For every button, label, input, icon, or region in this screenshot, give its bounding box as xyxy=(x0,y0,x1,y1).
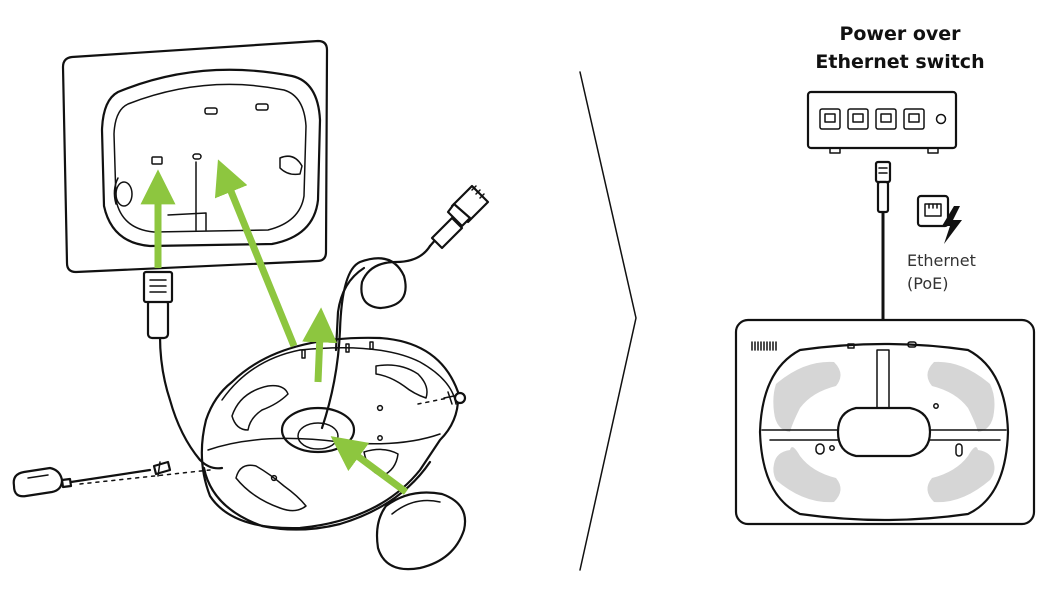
switch-port xyxy=(819,108,841,130)
switch-port xyxy=(847,108,869,130)
switch-title-line1: Power over xyxy=(839,23,961,45)
panel-vent xyxy=(751,341,777,351)
rj45-plug-left xyxy=(142,270,224,470)
arrow-cable-up xyxy=(302,307,338,383)
ethernet-poe-label: Ethernet (PoE) xyxy=(907,249,976,295)
screw-path-left xyxy=(79,469,211,485)
screw-right xyxy=(443,391,467,405)
arrow-plug-insert xyxy=(330,436,409,495)
mounted-base xyxy=(758,341,1010,522)
switch-led xyxy=(935,113,947,125)
ethernet-label-line2: (PoE) xyxy=(907,274,949,293)
rj45-plug-icon xyxy=(430,184,490,250)
screw-path-right xyxy=(417,397,449,405)
ethernet-port-power-icon xyxy=(916,194,962,244)
cover-plug xyxy=(375,491,467,571)
ethernet-label-line1: Ethernet xyxy=(907,251,976,270)
switch-title-line2: Ethernet switch xyxy=(815,51,985,73)
switch-ports xyxy=(819,108,925,130)
arrow-base-to-plate xyxy=(214,159,298,348)
step-divider xyxy=(579,71,637,571)
install-arrows xyxy=(140,159,409,495)
switch-title: Power over Ethernet switch xyxy=(790,20,1010,76)
switch-port xyxy=(875,108,897,130)
switch-port xyxy=(903,108,925,130)
poe-switch xyxy=(806,90,958,154)
screw-left xyxy=(152,460,172,477)
wall-plate xyxy=(61,39,329,274)
screwdriver-icon xyxy=(12,466,152,498)
